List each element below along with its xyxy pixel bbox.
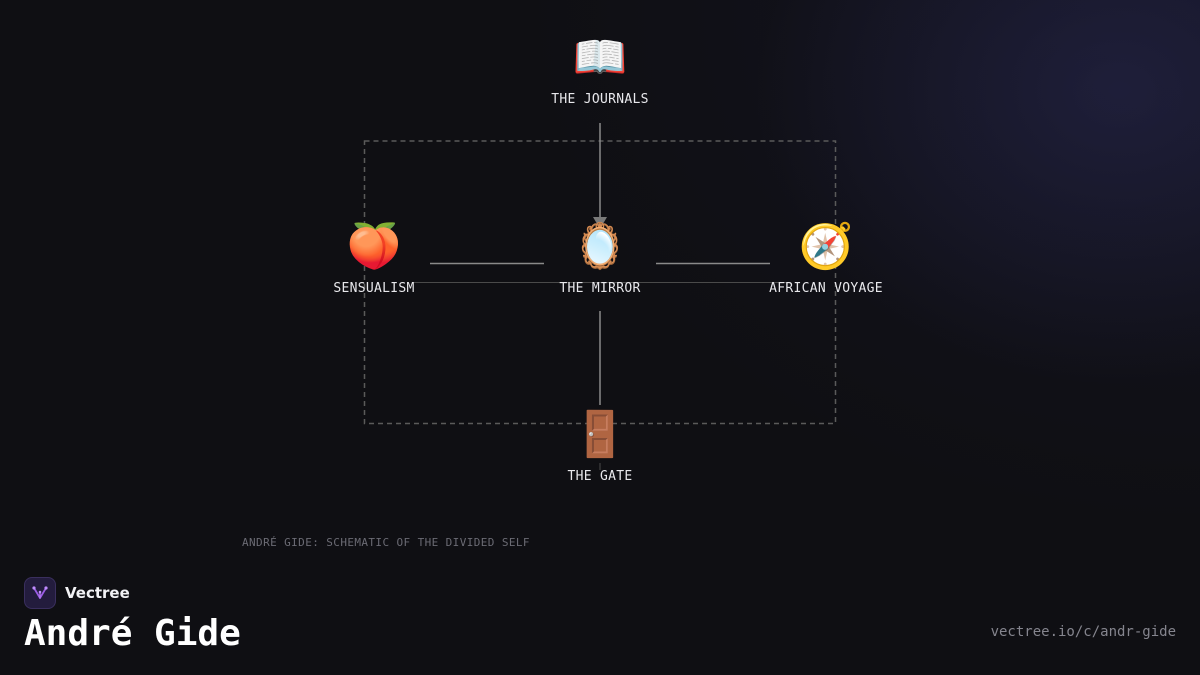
peach-icon: 🍑	[346, 221, 402, 272]
page-title: André Gide	[24, 613, 241, 654]
page-url[interactable]: vectree.io/c/andr-gide	[990, 624, 1176, 640]
compass-icon: 🧭	[798, 221, 854, 272]
mirror-icon: 🪞	[572, 221, 628, 272]
node-the-mirror[interactable]: 🪞 THE MIRROR	[500, 219, 700, 296]
node-label: AFRICAN VOYAGE	[769, 281, 883, 296]
brand[interactable]: Vectree	[24, 577, 130, 609]
arrowhead-mirror	[593, 217, 607, 229]
node-sensualism[interactable]: 🍑 SENSUALISM	[274, 219, 474, 296]
vectree-logo-mark	[32, 586, 48, 599]
diagram-connectors	[363, 95, 837, 470]
vectree-logo-icon	[24, 577, 56, 609]
node-label: THE MIRROR	[559, 281, 641, 296]
door-icon: 🚪	[572, 409, 628, 460]
node-label: SENSUALISM	[333, 281, 415, 296]
brand-name: Vectree	[65, 584, 130, 602]
node-the-journals[interactable]: 📖 THE JOURNALS	[500, 30, 700, 107]
node-african-voyage[interactable]: 🧭 AFRICAN VOYAGE	[726, 219, 926, 296]
node-the-gate[interactable]: 🚪 THE GATE	[500, 407, 700, 484]
diagram-caption: ANDRÉ GIDE: SCHEMATIC OF THE DIVIDED SEL…	[242, 536, 530, 549]
node-label: THE GATE	[567, 469, 633, 484]
node-label: THE JOURNALS	[551, 92, 649, 107]
open-book-icon: 📖	[572, 32, 628, 83]
diagram: 📖 THE JOURNALS 🍑 SENSUALISM 🪞 THE MIRROR…	[274, 30, 926, 484]
